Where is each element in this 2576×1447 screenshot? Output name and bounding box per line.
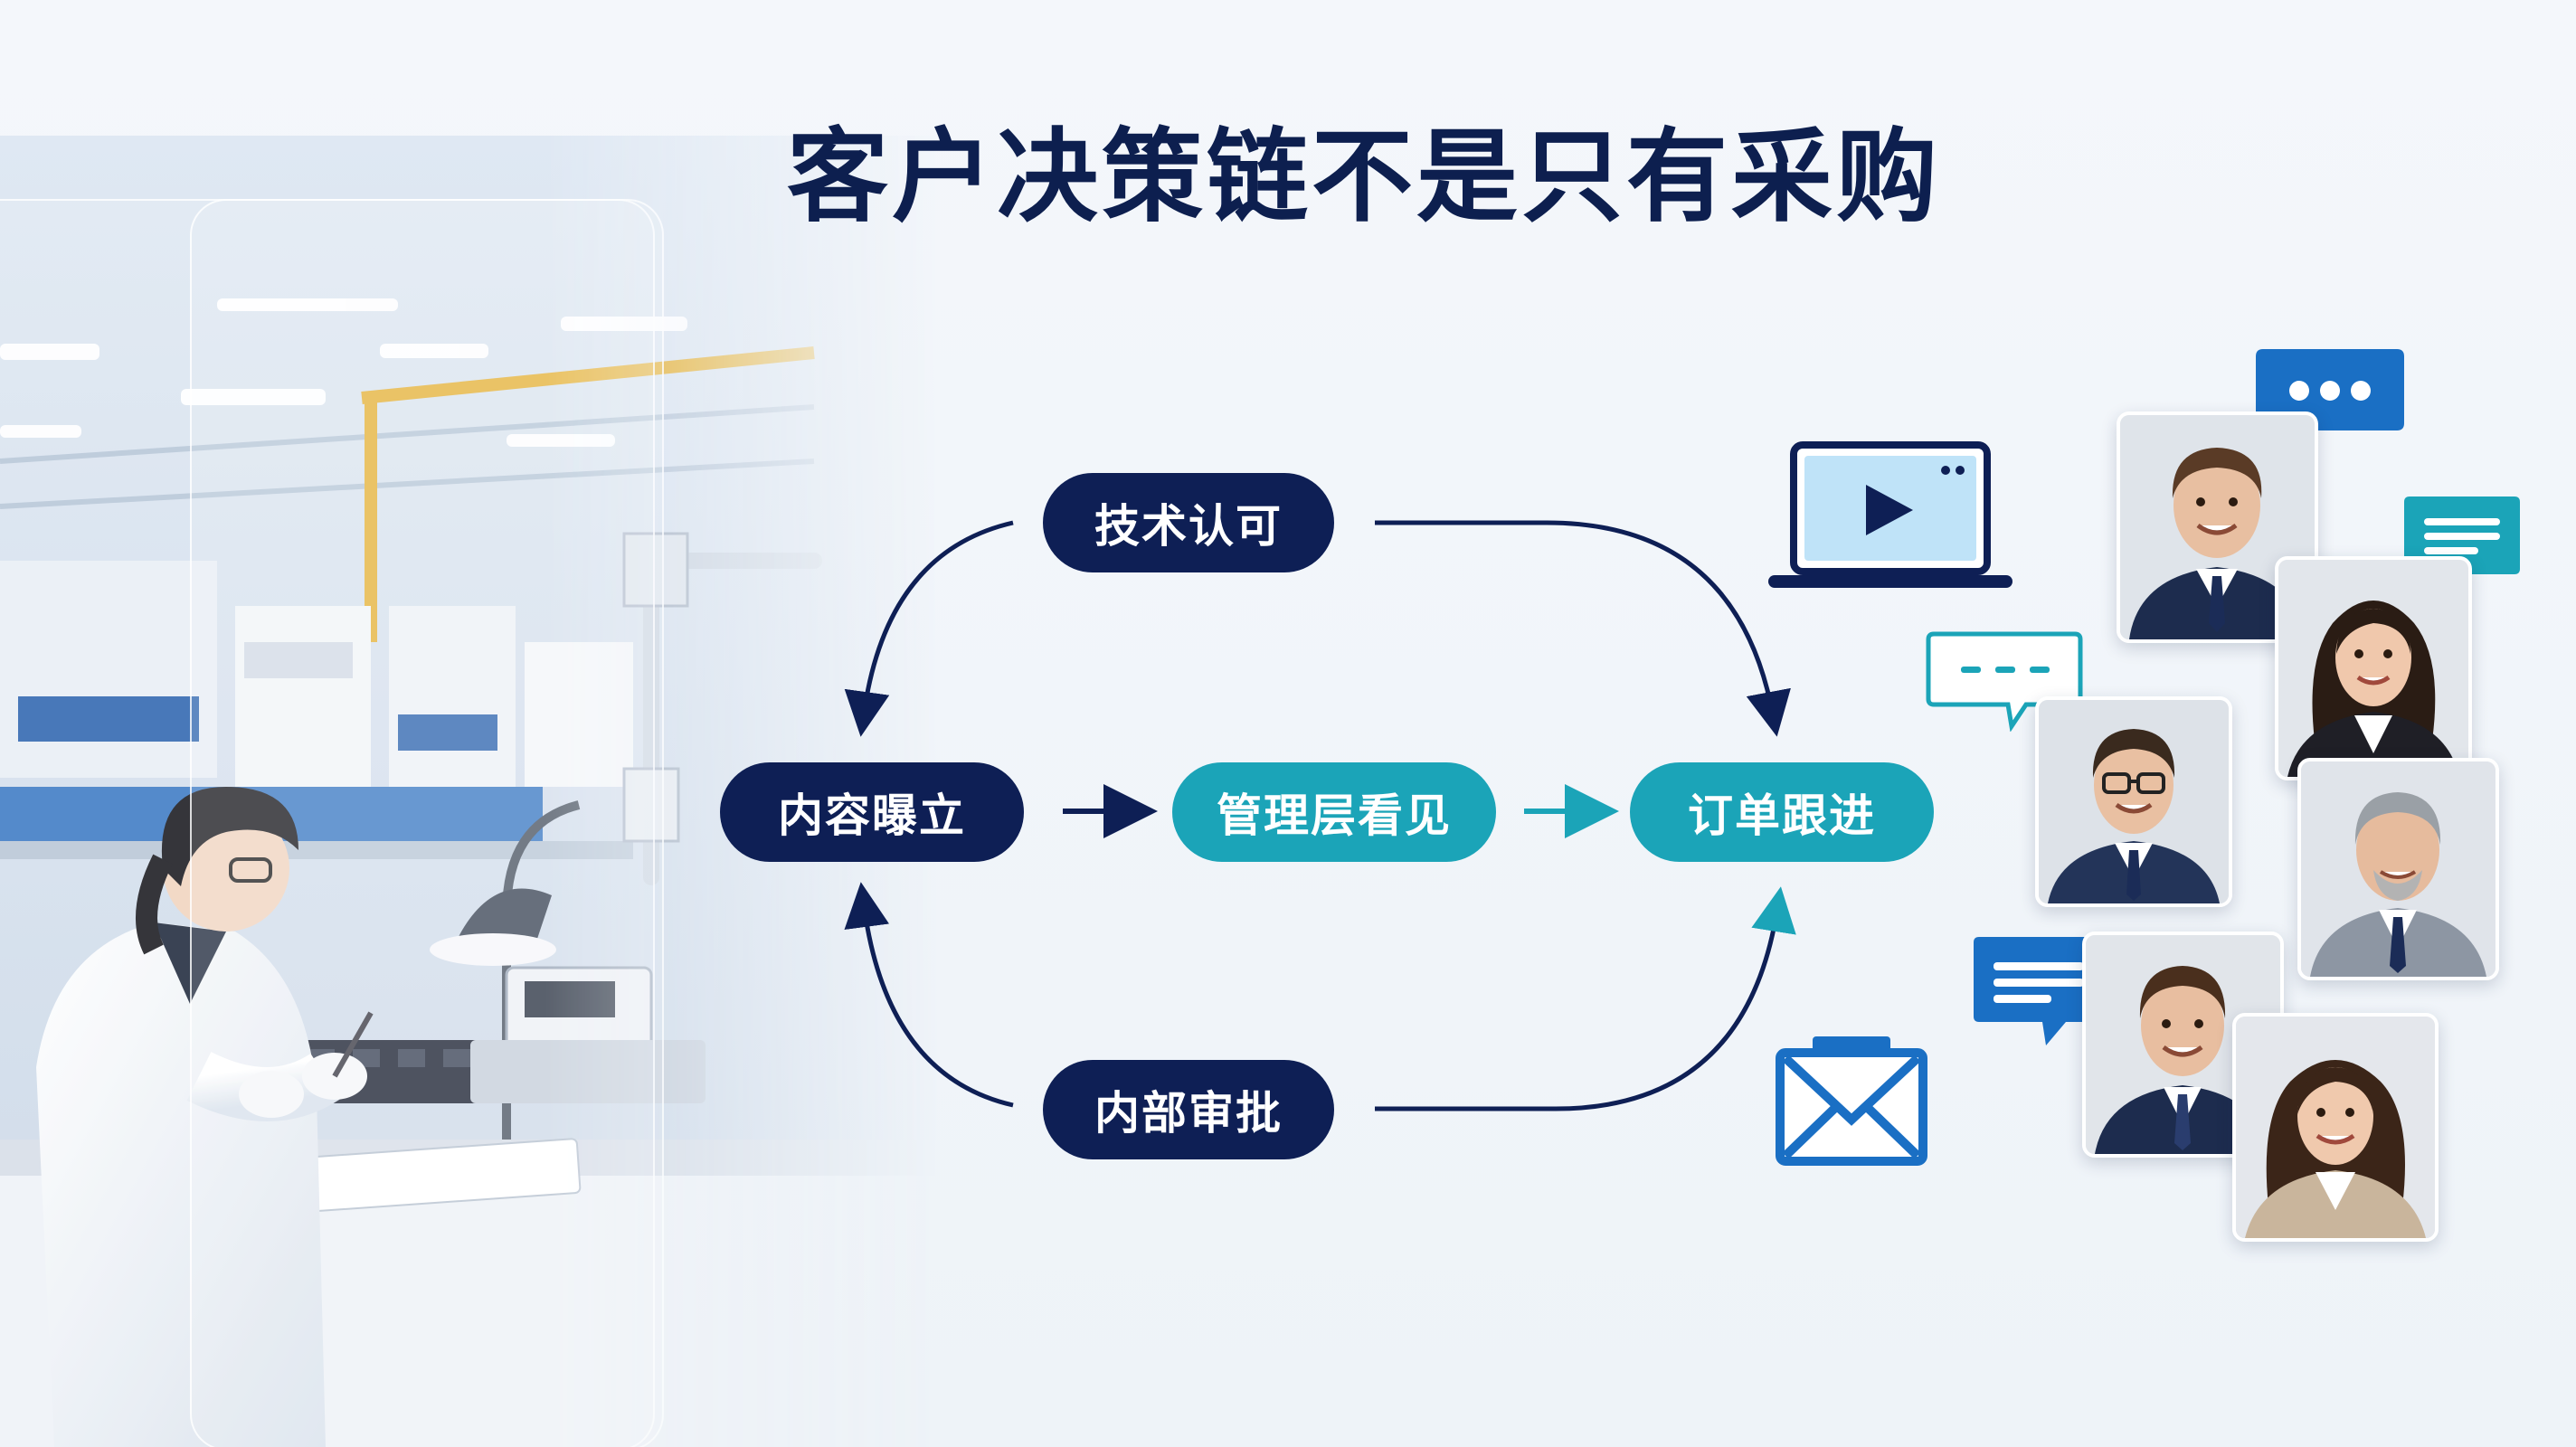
arrow-internal-to-content (844, 882, 1014, 1108)
page-title: 客户决策链不是只有采购 (787, 118, 1941, 236)
node-management-seen: 管理层看见 (1172, 762, 1496, 862)
arrow-tech-to-content (844, 520, 1014, 737)
avatar (2275, 556, 2472, 780)
avatar (2117, 411, 2318, 643)
arrow-tech-to-order (1375, 520, 1791, 737)
node-tech-approval: 技术认可 (1043, 473, 1334, 572)
avatar (2232, 1013, 2439, 1242)
laptop-play-icon (1768, 441, 2012, 603)
avatar (2035, 696, 2232, 907)
chat-bubble-icon (1972, 933, 2109, 1055)
node-internal-approval: 内部审批 (1043, 1060, 1334, 1159)
glass-panel (190, 199, 664, 1447)
glass-panel (0, 199, 655, 1447)
avatar (2297, 758, 2499, 980)
envelope-icon (1775, 1033, 1928, 1172)
arrow-internal-to-order (1375, 886, 1796, 1111)
node-order-followup: 订单跟进 (1630, 762, 1934, 862)
node-content-exposure: 内容曝立 (720, 762, 1024, 862)
lab-photo (0, 136, 941, 1447)
